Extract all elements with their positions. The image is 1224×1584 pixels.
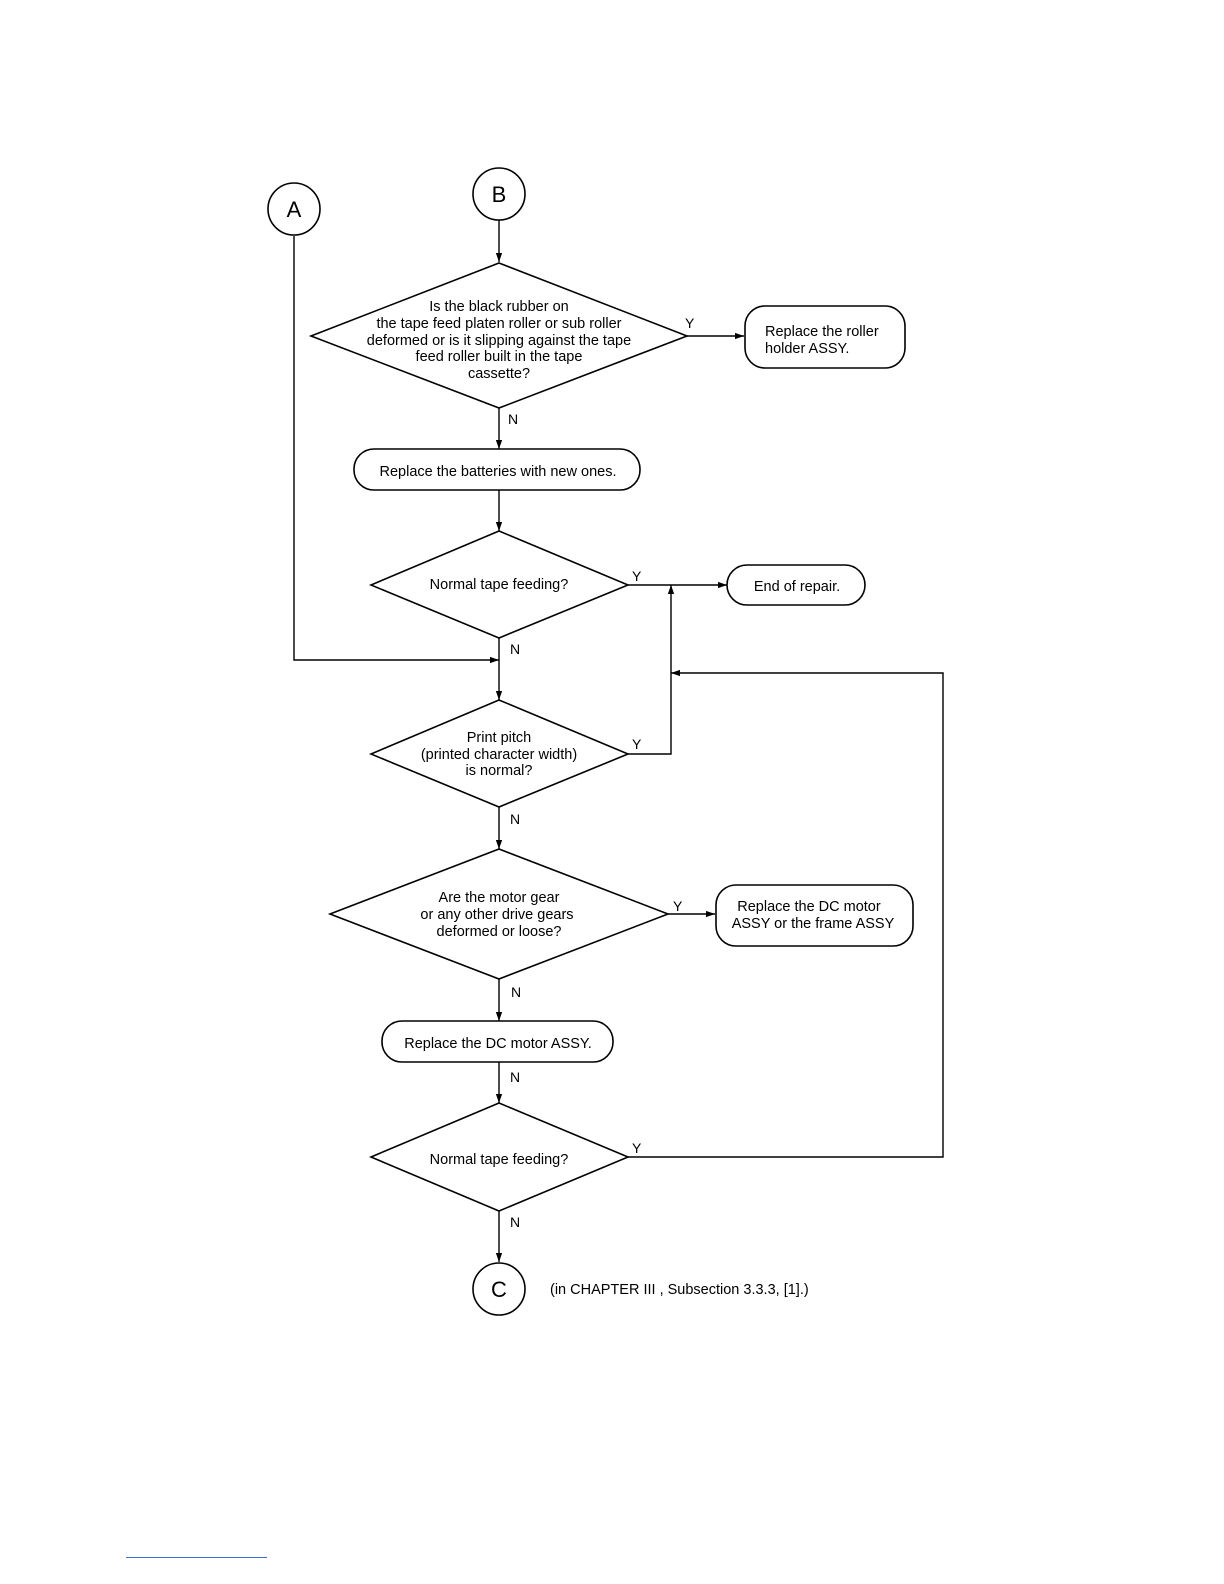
connector-lines [293, 220, 944, 1262]
process-roller-holder: Replace the roller holder ASSY. [744, 305, 906, 369]
connector-a-label: A [287, 197, 302, 222]
decision-gears: Are the motor gear or any other drive ge… [327, 848, 671, 980]
edge-labels: Y N Y N Y N Y N N Y N [508, 315, 695, 1230]
label-gears-no: N [511, 984, 521, 1000]
process-batteries-text: Replace the batteries with new ones. [380, 464, 617, 480]
decision-rubber: Is the black rubber on the tape feed pla… [308, 262, 690, 409]
edge-a-to-pitch [293, 236, 499, 664]
decision-normal-feed-2: Normal tape feeding? [368, 1102, 631, 1212]
process-end-of-repair-text: End of repair. [754, 579, 840, 595]
label-rubber-yes: Y [685, 315, 695, 331]
connector-c-label: C [491, 1277, 507, 1302]
edge-pitch-yes [628, 585, 675, 755]
decision-normal-feed-1: Normal tape feeding? [368, 530, 631, 639]
process-dc-motor: Replace the DC motor ASSY. [381, 1020, 614, 1063]
process-batteries: Replace the batteries with new ones. [353, 448, 641, 491]
label-motor-out: N [510, 1069, 520, 1085]
edge-feed2-yes [628, 669, 944, 1158]
decision-print-pitch-text: Print pitch (printed character width) is… [421, 730, 581, 779]
decision-normal-feed-2-text: Normal tape feeding? [430, 1152, 569, 1168]
label-feed2-no: N [510, 1214, 520, 1230]
connector-c-note: (in CHAPTER III , Subsection 3.3.3, [1].… [550, 1282, 809, 1298]
decision-normal-feed-1-text: Normal tape feeding? [430, 577, 569, 593]
label-pitch-yes: Y [632, 736, 642, 752]
decision-gears-text: Are the motor gear or any other drive ge… [420, 890, 577, 940]
process-dc-or-frame-text: Replace the DC motor ASSY or the frame A… [732, 899, 895, 932]
decision-print-pitch: Print pitch (printed character width) is… [368, 699, 631, 808]
connector-b: B [472, 167, 526, 221]
process-dc-or-frame: Replace the DC motor ASSY or the frame A… [715, 884, 914, 947]
label-feed2-yes: Y [632, 1140, 642, 1156]
process-end-of-repair: End of repair. [726, 564, 866, 606]
label-gears-yes: Y [673, 898, 683, 914]
connector-b-label: B [492, 182, 507, 207]
footnote-rule [126, 1557, 267, 1558]
connector-a: A [267, 182, 321, 236]
decision-rubber-text: Is the black rubber on the tape feed pla… [367, 299, 635, 382]
process-dc-motor-text: Replace the DC motor ASSY. [404, 1036, 592, 1052]
label-rubber-no: N [508, 411, 518, 427]
label-feed1-yes: Y [632, 568, 642, 584]
label-pitch-no: N [510, 811, 520, 827]
label-feed1-no: N [510, 641, 520, 657]
connector-c: C [472, 1262, 526, 1316]
process-roller-holder-text: Replace the roller holder ASSY. [765, 324, 883, 357]
